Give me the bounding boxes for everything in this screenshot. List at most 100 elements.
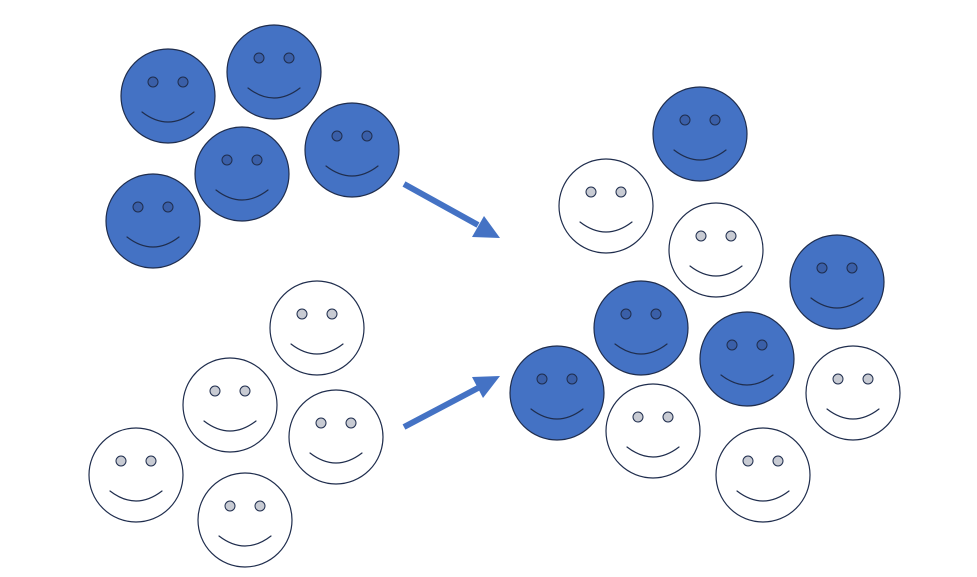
face-circle bbox=[182, 357, 278, 453]
face-eye bbox=[620, 308, 632, 320]
mixed-result-group bbox=[509, 86, 901, 523]
face-eye bbox=[536, 373, 548, 385]
face-circle bbox=[120, 48, 216, 144]
face-eye bbox=[361, 130, 373, 142]
face-eye bbox=[650, 308, 662, 320]
face-eye bbox=[742, 455, 754, 467]
face-circle bbox=[652, 86, 748, 182]
smiley-face-icon bbox=[194, 126, 290, 222]
face-eye bbox=[632, 411, 644, 423]
face-mouth bbox=[247, 87, 301, 99]
face-mouth bbox=[309, 452, 363, 464]
face-eye bbox=[224, 500, 236, 512]
face-eye bbox=[862, 373, 874, 385]
face-circle bbox=[805, 345, 901, 441]
smiley-face-icon bbox=[288, 389, 384, 485]
face-mouth bbox=[736, 490, 790, 502]
face-circle bbox=[558, 158, 654, 254]
face-eye bbox=[772, 455, 784, 467]
smiley-face-icon bbox=[668, 202, 764, 298]
arrows bbox=[402, 181, 500, 430]
face-eye bbox=[115, 455, 127, 467]
smiley-face-icon bbox=[699, 311, 795, 407]
face-circle bbox=[304, 102, 400, 198]
face-eye bbox=[846, 262, 858, 274]
source-group-filled bbox=[105, 24, 400, 269]
smiley-face-icon bbox=[593, 280, 689, 376]
face-mouth bbox=[626, 446, 680, 458]
face-mouth bbox=[720, 374, 774, 386]
face-eye bbox=[254, 500, 266, 512]
source-group-empty bbox=[88, 280, 384, 568]
face-eye bbox=[726, 339, 738, 351]
smiley-face-icon bbox=[304, 102, 400, 198]
face-eye bbox=[315, 417, 327, 429]
face-eye bbox=[679, 114, 691, 126]
face-circle bbox=[88, 427, 184, 523]
face-mouth bbox=[215, 189, 269, 201]
face-mouth bbox=[530, 408, 584, 420]
face-mouth bbox=[325, 165, 379, 177]
face-eye bbox=[615, 186, 627, 198]
face-eye bbox=[132, 201, 144, 213]
face-eye bbox=[566, 373, 578, 385]
face-mouth bbox=[579, 221, 633, 233]
face-eye bbox=[345, 417, 357, 429]
face-eye bbox=[221, 154, 233, 166]
smiley-face-icon bbox=[605, 383, 701, 479]
face-circle bbox=[605, 383, 701, 479]
face-mouth bbox=[126, 236, 180, 248]
smiley-face-icon bbox=[509, 345, 605, 441]
face-eye bbox=[326, 308, 338, 320]
face-eye bbox=[331, 130, 343, 142]
face-circle bbox=[593, 280, 689, 376]
face-eye bbox=[832, 373, 844, 385]
face-circle bbox=[105, 173, 201, 269]
face-circle bbox=[197, 472, 293, 568]
face-mouth bbox=[290, 343, 344, 355]
smiley-face-icon bbox=[226, 24, 322, 120]
smiley-face-icon bbox=[805, 345, 901, 441]
smiley-face-icon bbox=[197, 472, 293, 568]
face-eye bbox=[695, 230, 707, 242]
face-eye bbox=[251, 154, 263, 166]
face-circle bbox=[509, 345, 605, 441]
smiley-face-icon bbox=[88, 427, 184, 523]
smiley-face-icon bbox=[652, 86, 748, 182]
face-mouth bbox=[218, 535, 272, 547]
face-mouth bbox=[689, 265, 743, 277]
face-mouth bbox=[614, 343, 668, 355]
face-eye bbox=[725, 230, 737, 242]
face-eye bbox=[239, 385, 251, 397]
smiley-face-icon bbox=[120, 48, 216, 144]
face-circle bbox=[668, 202, 764, 298]
arrow-top-icon bbox=[402, 181, 500, 238]
face-eye bbox=[177, 76, 189, 88]
face-mouth bbox=[109, 490, 163, 502]
face-eye bbox=[816, 262, 828, 274]
smiley-face-icon bbox=[182, 357, 278, 453]
face-eye bbox=[756, 339, 768, 351]
arrow-bottom-icon bbox=[402, 376, 500, 430]
face-eye bbox=[296, 308, 308, 320]
smiley-face-icon bbox=[105, 173, 201, 269]
smiley-face-icon bbox=[789, 234, 885, 330]
face-mouth bbox=[141, 111, 195, 123]
face-eye bbox=[585, 186, 597, 198]
face-circle bbox=[269, 280, 365, 376]
face-eye bbox=[662, 411, 674, 423]
face-eye bbox=[162, 201, 174, 213]
face-eye bbox=[709, 114, 721, 126]
face-mouth bbox=[203, 420, 257, 432]
face-mouth bbox=[673, 149, 727, 161]
face-eye bbox=[145, 455, 157, 467]
face-eye bbox=[147, 76, 159, 88]
face-circle bbox=[226, 24, 322, 120]
face-eye bbox=[253, 52, 265, 64]
smiley-face-icon bbox=[269, 280, 365, 376]
face-circle bbox=[699, 311, 795, 407]
face-circle bbox=[789, 234, 885, 330]
face-eye bbox=[283, 52, 295, 64]
face-circle bbox=[715, 427, 811, 523]
